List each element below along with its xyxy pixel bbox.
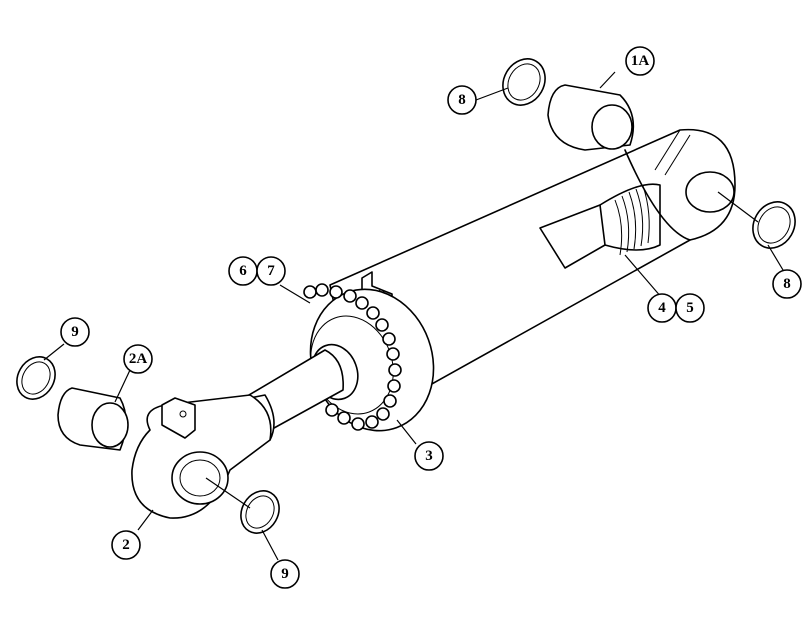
callout-label: 3: [425, 448, 433, 464]
callout-label: 2: [122, 537, 130, 553]
callout-label: 2A: [129, 351, 148, 367]
callout-label: 5: [686, 300, 694, 316]
callout-label: 1A: [631, 53, 650, 69]
callout-4: 4: [647, 293, 677, 323]
callout-3: 3: [414, 441, 444, 471]
callout-label: 6: [239, 263, 247, 279]
callout-9-bottom: 9: [270, 559, 300, 589]
callout-label: 8: [783, 276, 791, 292]
rod-eye-end: [131, 394, 272, 519]
callout-1a: 1A: [625, 46, 655, 76]
seal-ring-9-left: [16, 356, 56, 400]
seal-ring-9-bottom: [240, 490, 280, 534]
callout-2a: 2A: [123, 344, 153, 374]
callout-label: 7: [267, 263, 275, 279]
seal-ring-8-top: [502, 58, 546, 106]
callout-8-right: 8: [772, 269, 802, 299]
cylinder-barrel: [329, 128, 736, 395]
callout-label: 4: [658, 300, 666, 316]
callout-5: 5: [675, 293, 705, 323]
callout-label: 8: [458, 92, 466, 108]
leader-lines: [43, 71, 787, 561]
seal-ring-8-right: [752, 201, 796, 249]
callout-6: 6: [228, 256, 258, 286]
callout-7: 7: [256, 256, 286, 286]
callout-label: 9: [71, 324, 79, 340]
bushing-2a: [57, 387, 129, 451]
callout-2: 2: [111, 530, 141, 560]
flange-bolts: [303, 283, 402, 431]
callout-9-left: 9: [60, 317, 90, 347]
callout-8-top: 8: [447, 85, 477, 115]
bushing-1a: [547, 84, 635, 151]
callout-label: 9: [281, 566, 289, 582]
